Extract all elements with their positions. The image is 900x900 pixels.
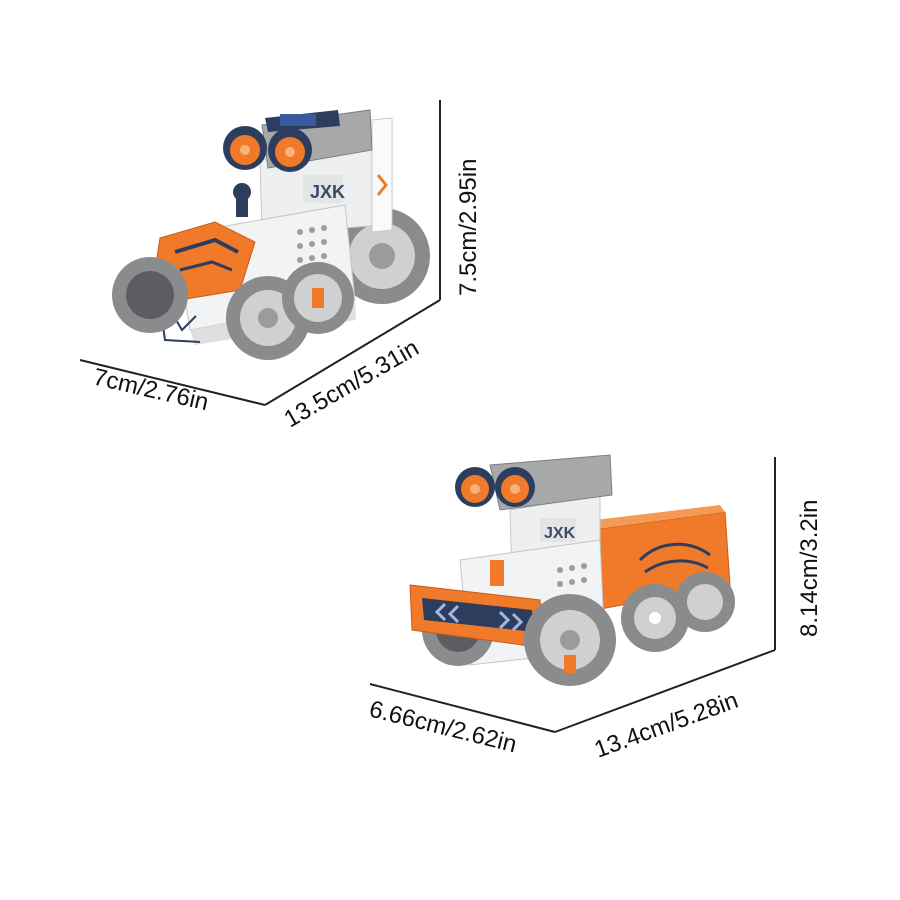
camera-head [455, 454, 613, 511]
rover1-width-label: 7cm/2.76in [91, 364, 211, 417]
front-wheel-left [112, 257, 188, 333]
toy-rover-1: JXK [112, 109, 430, 360]
front-wheel-right [524, 594, 616, 686]
front-bumper [409, 584, 546, 649]
rover2-height-label: 8.14cm/3.2in [796, 500, 823, 637]
rover2-width-label: 6.66cm/2.62in [367, 696, 520, 759]
rear-wheel-2 [621, 584, 689, 652]
rover1-height-label: 7.5cm/2.95in [455, 159, 482, 296]
svg-text:JXK: JXK [310, 182, 345, 202]
toy-rover-2: JXK [409, 454, 735, 686]
camera-head [223, 109, 373, 172]
dimension-lines-rover-2 [369, 457, 776, 733]
rear-wheel-1 [675, 572, 735, 632]
rover2-length-label: 13.4cm/5.28in [591, 687, 742, 764]
dimension-lines-rover-1 [79, 100, 441, 406]
front-wheel-right [226, 262, 354, 360]
svg-text:JXK: JXK [544, 525, 576, 542]
antenna [233, 183, 251, 217]
rear-wheel-right [334, 208, 430, 304]
